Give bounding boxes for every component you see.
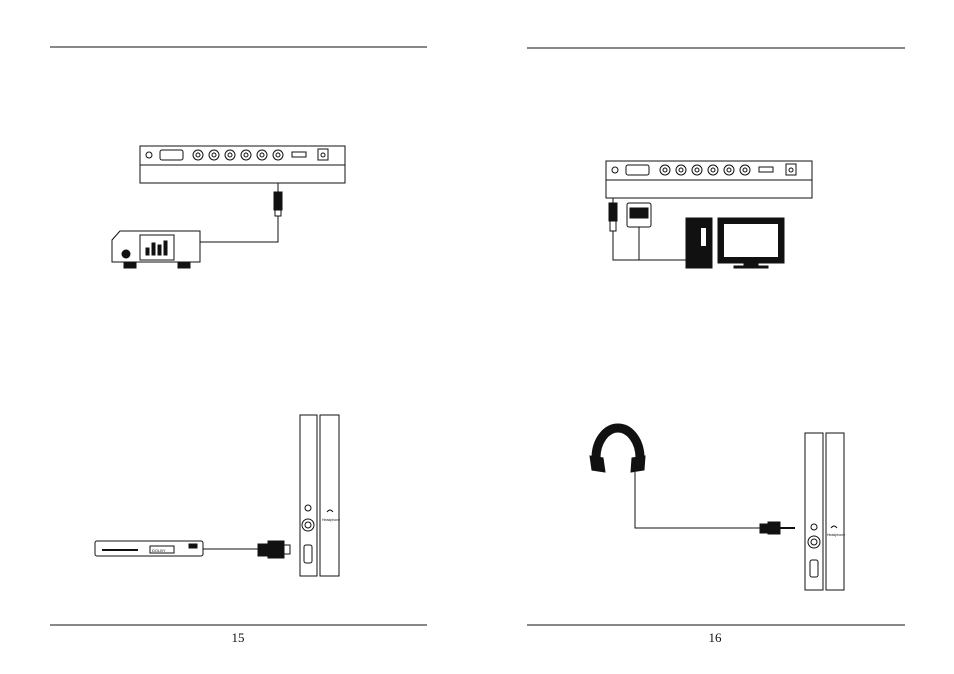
rear-panel-right: [605, 160, 813, 199]
side-panel-left: [299, 414, 340, 577]
dvd-player: [94, 540, 204, 557]
page-number-right: 16: [708, 630, 722, 645]
audio-cable-plug: [200, 183, 283, 243]
headphone-label-left: Headphone: [322, 518, 340, 522]
pc-audio-plug: [608, 198, 686, 261]
page-number-left: 15: [231, 630, 245, 645]
pc-monitor: [717, 217, 785, 269]
amplifier-device: [111, 230, 201, 269]
headphone-label-right: Headphone: [827, 533, 845, 537]
headphones: [589, 423, 760, 529]
rear-panel-left: [139, 145, 346, 184]
pc-tower: [685, 217, 713, 269]
dvd-disc-label: DOLBY: [152, 548, 166, 553]
headphone-plug: [759, 521, 795, 535]
side-panel-right: [804, 432, 845, 591]
vga-connector: [626, 202, 652, 260]
hdmi-cable: [203, 540, 291, 559]
